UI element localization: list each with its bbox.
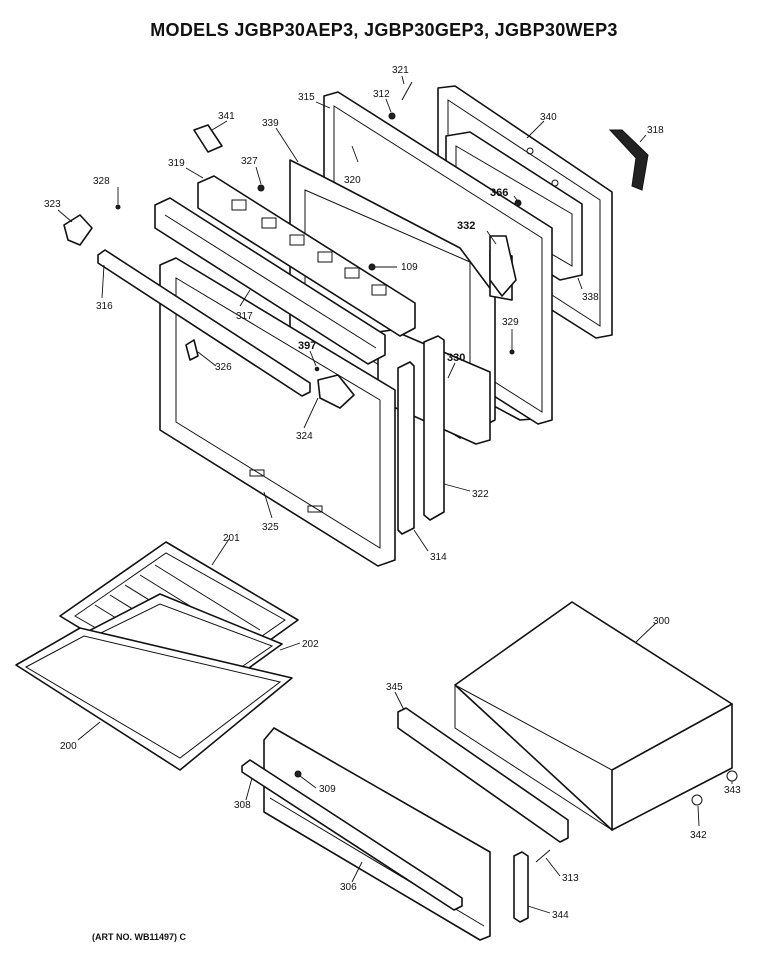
callout-323: 323	[44, 199, 61, 210]
callout-366: 366	[490, 187, 508, 199]
part-316-bar	[97, 249, 311, 397]
part-319-vent	[197, 175, 416, 337]
part-345-rail	[397, 707, 569, 843]
callout-324: 324	[296, 431, 313, 442]
part-200-oven-rack	[15, 627, 293, 771]
leader-lines	[57, 75, 733, 914]
callout-313: 313	[562, 873, 579, 884]
callout-339: 339	[262, 118, 279, 129]
part-322	[423, 335, 445, 521]
part-344-bracket	[513, 851, 529, 923]
callout-330: 330	[447, 352, 465, 364]
callout-318: 318	[647, 125, 664, 136]
small-parts	[63, 81, 649, 409]
callout-314: 314	[430, 552, 447, 563]
callout-342: 342	[690, 830, 707, 841]
callout-344: 344	[552, 910, 569, 921]
callout-200: 200	[60, 741, 77, 752]
callout-341: 341	[218, 111, 235, 122]
callout-309: 309	[319, 784, 336, 795]
callout-109: 109	[401, 262, 418, 273]
callout-319: 319	[168, 158, 185, 169]
callout-329: 329	[502, 317, 519, 328]
callout-326: 326	[215, 362, 232, 373]
callout-332: 332	[457, 220, 475, 232]
callout-317: 317	[236, 311, 253, 322]
callout-343: 343	[724, 785, 741, 796]
callout-308: 308	[234, 800, 251, 811]
callout-306: 306	[340, 882, 357, 893]
callout-320: 320	[344, 175, 361, 186]
callout-321: 321	[392, 65, 409, 76]
callout-316: 316	[96, 301, 113, 312]
callout-327: 327	[241, 156, 258, 167]
callout-325: 325	[262, 522, 279, 533]
callout-labels: 321 312 315 340 318 341 339 327 319 320 …	[44, 65, 741, 921]
part-308-strip	[241, 759, 463, 911]
callout-397: 397	[298, 340, 316, 352]
callout-322: 322	[472, 489, 489, 500]
callout-315: 315	[298, 92, 315, 103]
diagram-title: MODELS JGBP30AEP3, JGBP30GEP3, JGBP30WEP…	[150, 20, 618, 40]
callout-300: 300	[653, 616, 670, 627]
callout-338: 338	[582, 292, 599, 303]
callout-312: 312	[373, 89, 390, 100]
part-300-drawer	[454, 601, 733, 831]
callout-202: 202	[302, 639, 319, 650]
callout-340: 340	[540, 112, 557, 123]
callout-201: 201	[223, 533, 240, 544]
part-317-trim	[154, 197, 386, 365]
callout-345: 345	[386, 682, 403, 693]
art-number: (ART NO. WB11497) C	[92, 932, 187, 942]
part-314	[397, 361, 415, 535]
callout-328: 328	[93, 176, 110, 187]
